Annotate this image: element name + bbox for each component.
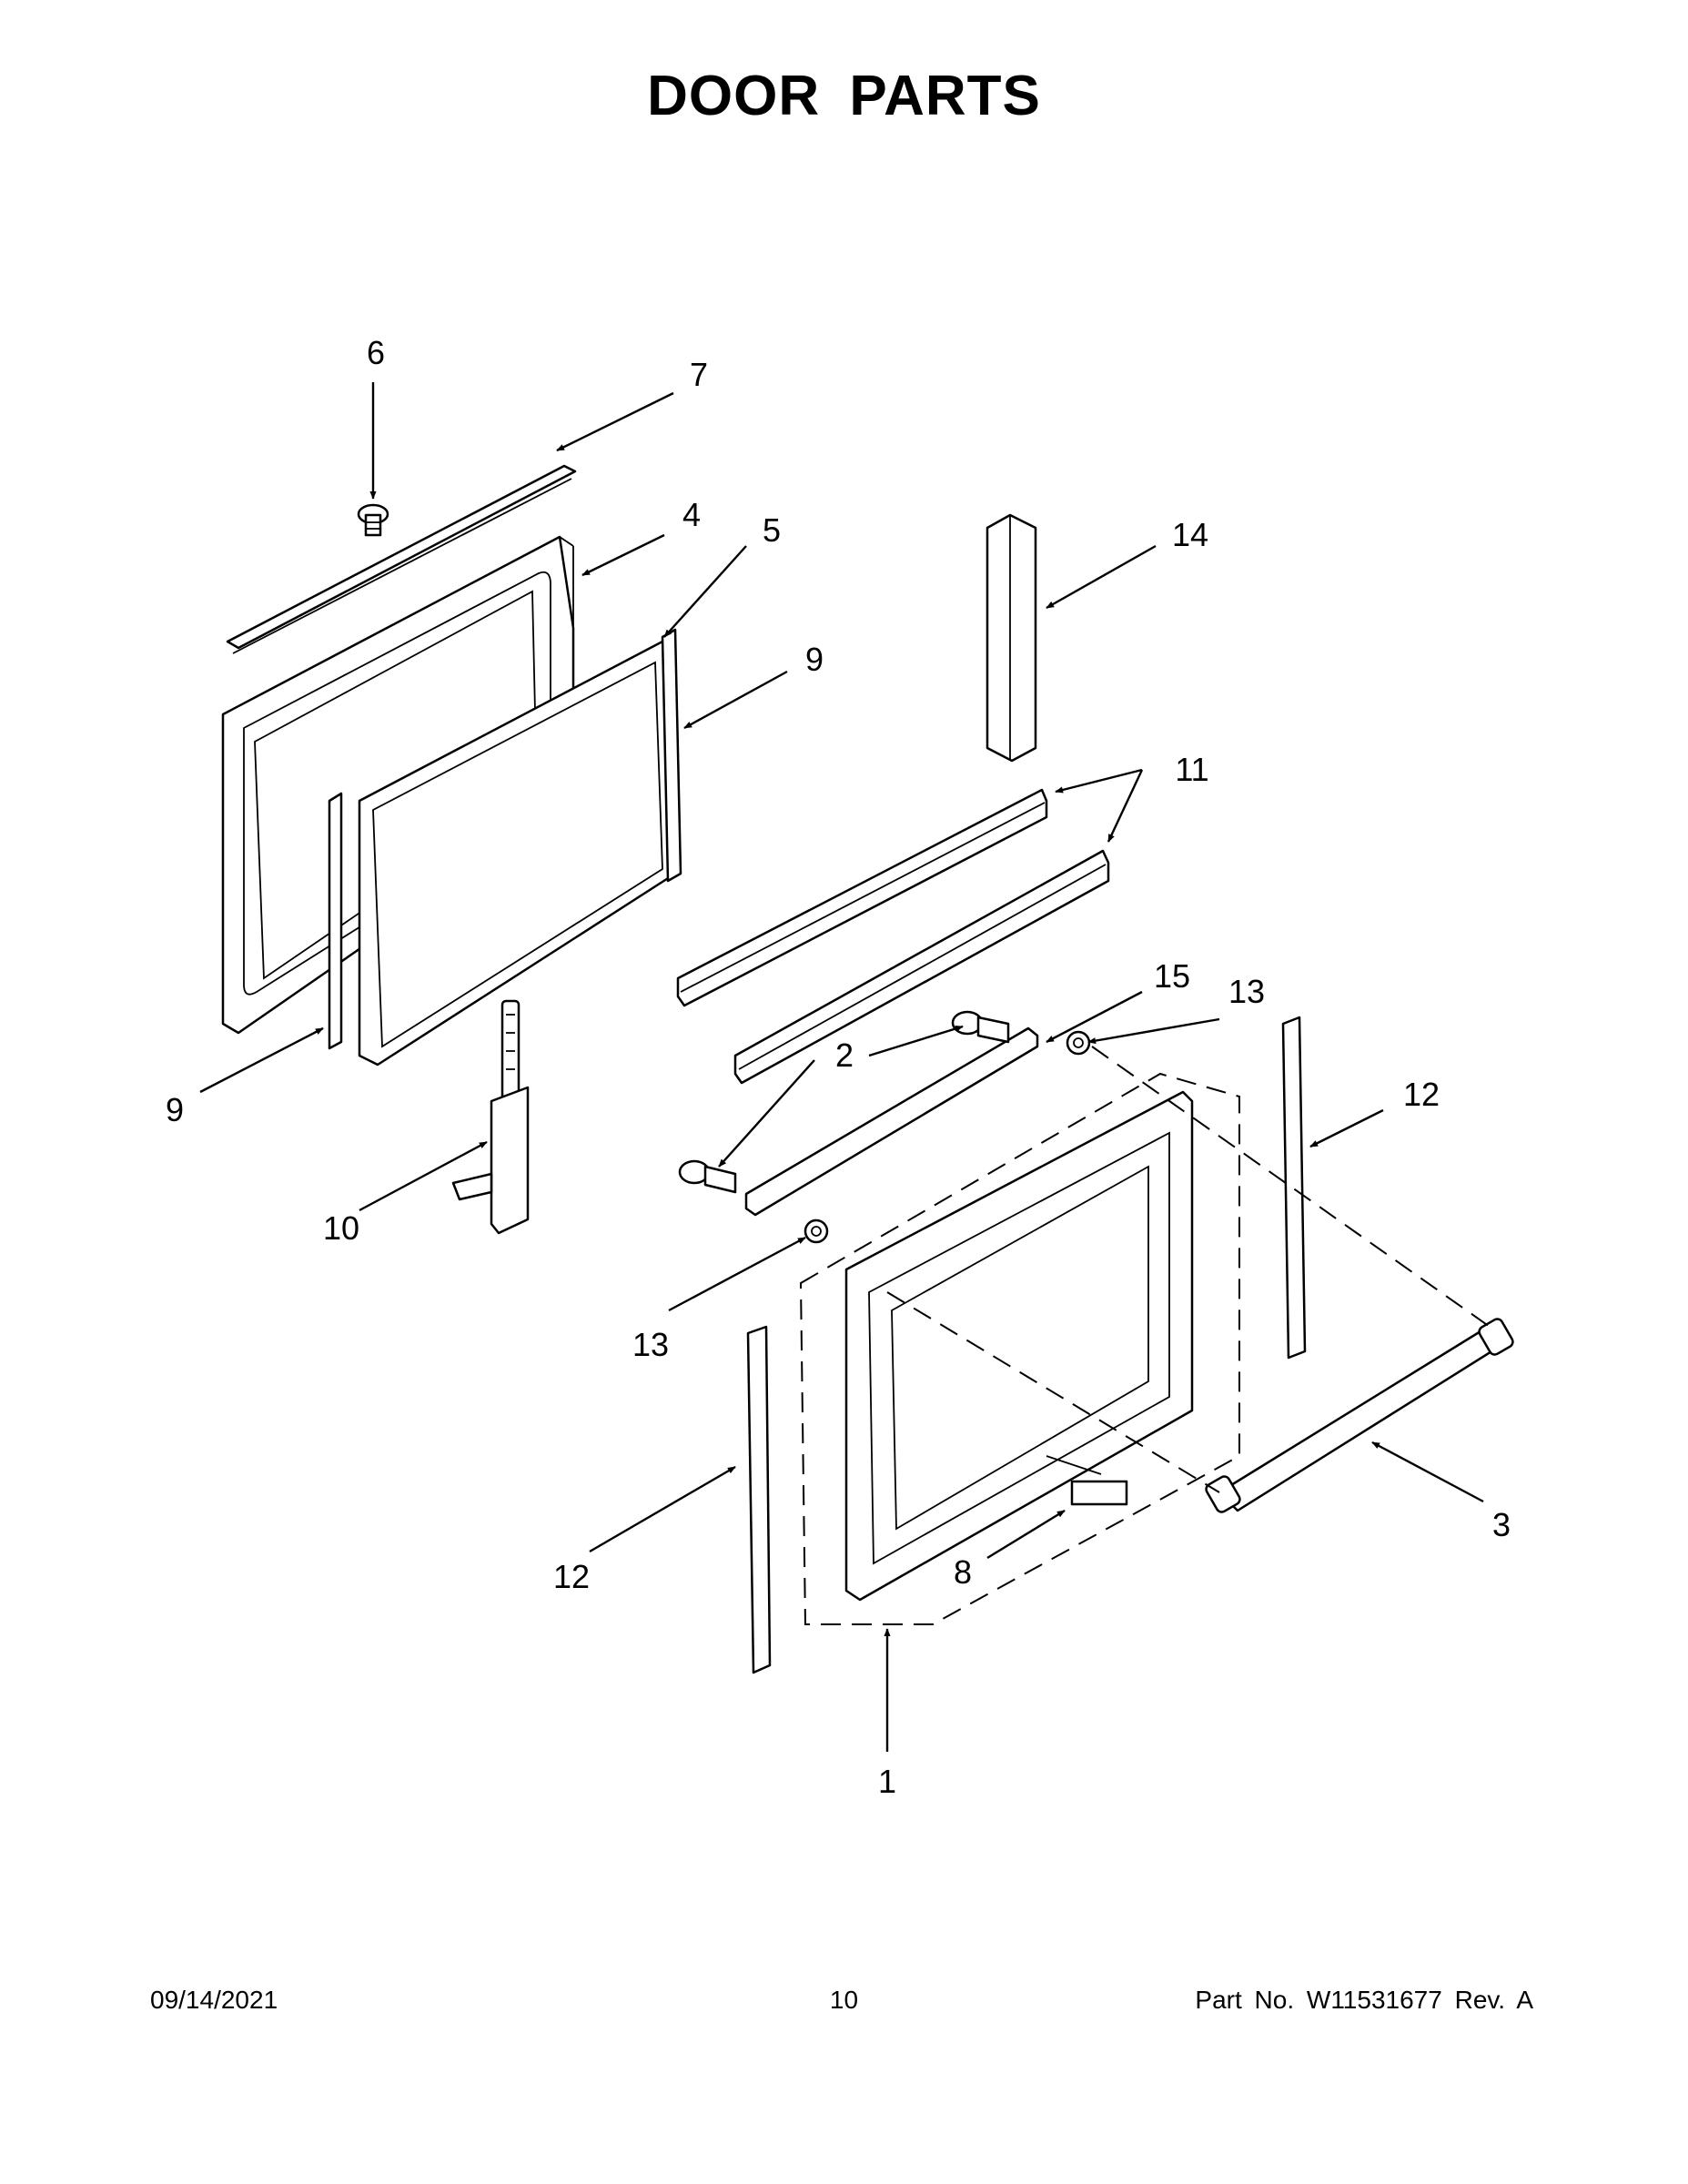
part-3-handle xyxy=(1205,1318,1514,1513)
callout-3: 3 xyxy=(1492,1506,1511,1543)
part-12-side-trim-left xyxy=(746,1325,772,1674)
part-13-washer-lower xyxy=(804,1218,829,1244)
part-14-duct xyxy=(986,513,1037,763)
callout-12-right: 12 xyxy=(1403,1076,1440,1113)
callout-5: 5 xyxy=(763,511,781,549)
part-12-side-trim-right xyxy=(1281,1016,1307,1360)
assembly-dashed-lines xyxy=(799,1046,1493,1625)
part-11-channel-upper xyxy=(676,788,1048,1007)
callout-12-left: 12 xyxy=(553,1558,590,1595)
callout-9-left: 9 xyxy=(166,1091,184,1128)
callout-13-upper: 13 xyxy=(1228,973,1265,1010)
part-15-bracket xyxy=(744,1026,1039,1217)
callout-14: 14 xyxy=(1172,516,1208,553)
part-7-top-trim xyxy=(226,464,577,654)
callout-1: 1 xyxy=(878,1763,896,1800)
part-2-mount-screw-upper xyxy=(951,1010,1010,1044)
footer-page-number: 10 xyxy=(829,1986,859,2014)
part-13-washer-upper xyxy=(1066,1030,1091,1056)
callout-leaders xyxy=(199,382,1484,1752)
part-2-mount-screw-lower xyxy=(678,1159,737,1194)
part-6-screw xyxy=(357,503,389,537)
page-title: DOOR PARTS xyxy=(647,65,1041,127)
callout-7: 7 xyxy=(690,356,708,393)
callout-4: 4 xyxy=(682,496,701,533)
callout-labels: 1 2 3 4 5 6 7 8 9 9 10 11 12 12 13 13 14… xyxy=(166,334,1511,1800)
footer-date: 09/14/2021 xyxy=(150,1986,278,2014)
callout-2: 2 xyxy=(835,1036,854,1074)
callout-6: 6 xyxy=(367,334,385,371)
callout-11: 11 xyxy=(1175,751,1208,788)
callout-13-lower: 13 xyxy=(632,1326,669,1363)
part-9-side-gasket-left xyxy=(328,792,343,1050)
callout-9-right: 9 xyxy=(805,641,824,678)
footer-part-number: Part No. W11531677 Rev. A xyxy=(1195,1986,1533,2014)
callout-8: 8 xyxy=(954,1553,972,1591)
callout-15: 15 xyxy=(1154,957,1190,995)
part-1-outer-door xyxy=(844,1090,1194,1602)
callout-10: 10 xyxy=(323,1209,359,1247)
part-11-channel-lower xyxy=(733,849,1110,1085)
part-10-hinge xyxy=(451,999,530,1235)
